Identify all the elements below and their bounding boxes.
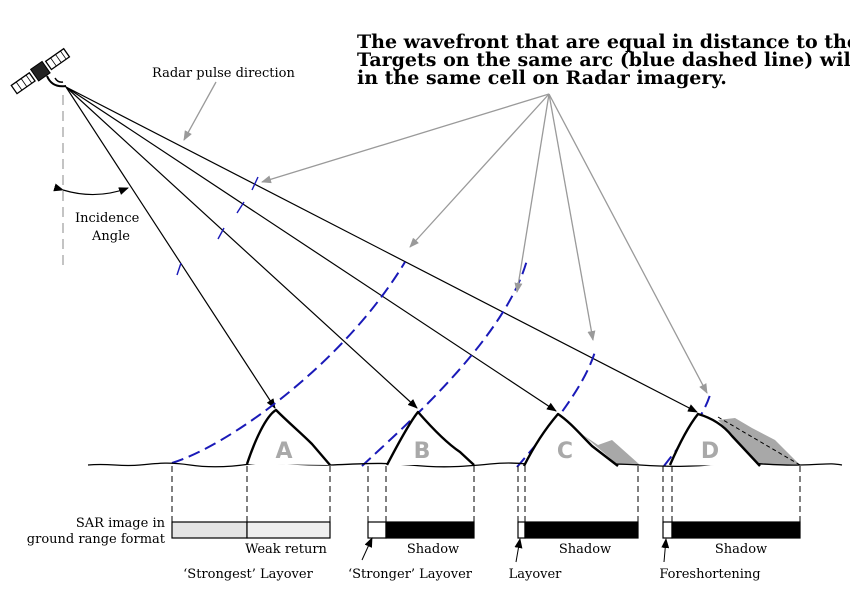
pointer-to-arc-a bbox=[409, 93, 550, 248]
image-label-a: Weak return bbox=[245, 542, 327, 557]
angle-label: Angle bbox=[91, 229, 130, 244]
pointer-radar-direction bbox=[183, 81, 217, 141]
pointer-arrows bbox=[183, 81, 708, 394]
tick-mark bbox=[236, 201, 245, 214]
sar-strip-c bbox=[517, 521, 639, 539]
satellite-icon bbox=[10, 47, 71, 95]
shadow-region-c bbox=[583, 435, 640, 465]
mountain-letter-a: A bbox=[275, 439, 292, 464]
mountains bbox=[245, 408, 761, 467]
ray-d bbox=[65, 86, 698, 413]
headline-line-3: in the same cell on Radar imagery. bbox=[357, 67, 727, 89]
mountain-a bbox=[245, 408, 331, 466]
effect-arrows bbox=[361, 537, 670, 563]
sar-image-label-line-1: SAR image in bbox=[76, 516, 166, 531]
image-label-b: Shadow bbox=[407, 542, 459, 557]
image-label-d: Shadow bbox=[715, 542, 767, 557]
effect-label-d: Foreshortening bbox=[659, 567, 760, 582]
headline-line-1: The wavefront that are equal in distance… bbox=[357, 31, 850, 53]
mountain-b bbox=[385, 410, 475, 466]
wavefront-arc-a bbox=[171, 261, 406, 464]
sar-strip-d bbox=[662, 521, 801, 539]
pointer-to-arc-b bbox=[514, 93, 550, 293]
mountain-letter-b: B bbox=[414, 439, 431, 464]
mountain-c bbox=[522, 412, 619, 467]
headline-line-2: Targets on the same arc (blue dashed lin… bbox=[357, 49, 850, 71]
sar-strip-a bbox=[171, 521, 331, 539]
radar-rays bbox=[65, 86, 698, 413]
sar-image-label-line-2: ground range format bbox=[27, 532, 166, 547]
wavefront-arc-b bbox=[361, 259, 528, 467]
pointer-to-arc-c bbox=[548, 93, 596, 341]
ray-c bbox=[65, 86, 557, 412]
ray-a bbox=[65, 86, 276, 409]
mountain-letter-c: C bbox=[557, 439, 573, 464]
pointer-to-arc-d bbox=[548, 93, 708, 394]
effect-label-c: Layover bbox=[509, 567, 563, 582]
tick-mark bbox=[217, 227, 225, 240]
incidence-angle-arc bbox=[53, 183, 129, 196]
projection-lines bbox=[171, 466, 801, 522]
pointer-to-tick bbox=[261, 93, 550, 184]
mountain-d bbox=[668, 412, 761, 467]
wavefront-arc-c bbox=[516, 347, 597, 468]
ray-ticks bbox=[176, 176, 259, 276]
sar-strip-b bbox=[367, 521, 475, 539]
mountain-letter-d: D bbox=[701, 439, 719, 464]
tick-mark bbox=[251, 176, 259, 191]
effect-label-b: ‘Stronger’ Layover bbox=[348, 567, 473, 582]
effect-label-a: ‘Strongest’ Layover bbox=[183, 567, 313, 582]
incidence-label: Incidence bbox=[75, 211, 140, 226]
radar-pulse-direction-label: Radar pulse direction bbox=[152, 66, 295, 81]
image-label-c: Shadow bbox=[559, 542, 611, 557]
tick-mark bbox=[176, 262, 182, 276]
ray-b bbox=[65, 86, 418, 409]
